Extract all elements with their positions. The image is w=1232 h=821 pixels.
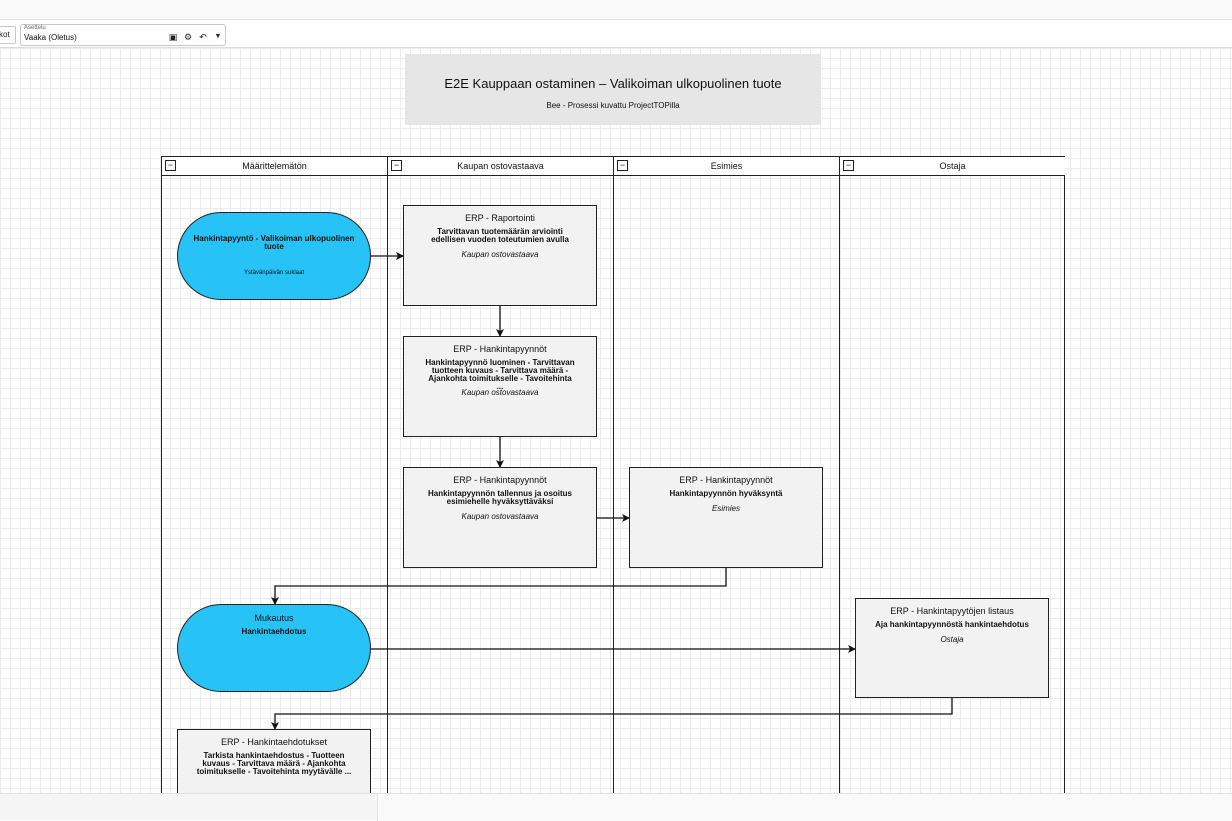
task-description: Tarvittavan tuotemäärän arviointi edelli… xyxy=(431,227,569,244)
lane-ostaja: − Ostaja xyxy=(840,157,1065,793)
layout-caption: Asettelu xyxy=(24,25,46,31)
task-system: ERP - Hankintapyytöjen listaus xyxy=(890,606,1014,616)
task-hankintapyynto-hyvaksynta[interactable]: ERP - Hankintapyynnöt Hankintapyynnön hy… xyxy=(629,467,823,568)
mukautus-event[interactable]: Mukautus Hankintaehdotus xyxy=(177,604,371,692)
diagram-title-block: E2E Kauppaan ostaminen – Valikoiman ulko… xyxy=(405,54,821,125)
diagram-title: E2E Kauppaan ostaminen – Valikoiman ulko… xyxy=(444,76,782,91)
task-system: ERP - Hankintapyynnöt xyxy=(453,475,547,485)
lane-header: − Kaupan ostovastaava xyxy=(388,157,613,176)
lane-label: Esimies xyxy=(710,161,743,171)
lane-kaupan-ostovastaava: − Kaupan ostovastaava xyxy=(388,157,614,793)
task-system: ERP - Hankintapyynnöt xyxy=(679,475,773,485)
start-event[interactable]: Hankintapyyntö - Valikoiman ulkopuolinen… xyxy=(177,212,371,300)
event-subtitle: Ystävänpäivän suklaat xyxy=(243,270,305,276)
task-description: Hankintapyynnön tallennus ja osoitus esi… xyxy=(427,489,573,506)
lane-header: − Ostaja xyxy=(840,157,1065,176)
collapse-icon[interactable]: − xyxy=(391,160,402,171)
task-description: Aja hankintapyynnöstä hankintaehdotus xyxy=(875,620,1029,629)
task-role: Kaupan ostovastaava xyxy=(461,512,539,521)
layout-selector[interactable]: Asettelu Vaaka (Oletus) ▣ ⚙ ↶ ▼ xyxy=(20,24,226,46)
diagram-subtitle: Bee - Prosessi kuvattu ProjectTOPilla xyxy=(546,101,680,110)
task-role: Esimies xyxy=(711,504,740,513)
event-heading: Mukautus xyxy=(254,613,294,623)
task-role: Kaupan ostovastaava xyxy=(461,250,539,259)
task-system: ERP - Hankintaehdotukset xyxy=(221,737,327,747)
task-hankintapyynto-luominen[interactable]: ERP - Hankintapyynnöt Hankintapyynnö luo… xyxy=(403,336,597,437)
task-description: Hankintapyynnö luominen - Tarvittavan tu… xyxy=(425,358,575,391)
left-toolbar-button[interactable]: kot xyxy=(0,26,16,44)
bottom-panel xyxy=(377,794,1232,821)
lane-header: − Esimies xyxy=(614,157,839,176)
collapse-icon[interactable]: − xyxy=(843,160,854,171)
lane-label: Määrittelemätön xyxy=(242,161,307,171)
gear-icon[interactable]: ⚙ xyxy=(183,32,193,42)
layout-value: Vaaka (Oletus) xyxy=(24,33,77,42)
task-hankintaehdotukset[interactable]: ERP - Hankintaehdotukset Tarkista hankin… xyxy=(177,729,371,793)
event-title: Hankintaehdotus xyxy=(241,627,307,636)
lane-label: Ostaja xyxy=(939,161,966,171)
task-role: Kaupan ostovastaava xyxy=(461,388,539,397)
task-hankintapyynto-tallennus[interactable]: ERP - Hankintapyynnöt Hankintapyynnön ta… xyxy=(403,467,597,568)
swimlane-pool: − Määrittelemätön − Kaupan ostovastaava … xyxy=(161,156,1065,793)
window-top-bar xyxy=(0,0,1232,20)
task-raportointi[interactable]: ERP - Raportointi Tarvittavan tuotemäärä… xyxy=(403,205,597,306)
task-hankintapyyntojen-listaus[interactable]: ERP - Hankintapyytöjen listaus Aja hanki… xyxy=(855,598,1049,698)
reset-icon[interactable]: ↶ xyxy=(199,32,207,42)
collapse-icon[interactable]: − xyxy=(617,160,628,171)
toolbar: kot Asettelu Vaaka (Oletus) ▣ ⚙ ↶ ▼ xyxy=(0,20,1232,48)
collapse-icon[interactable]: − xyxy=(165,160,176,171)
save-icon[interactable]: ▣ xyxy=(168,32,178,42)
lane-label: Kaupan ostovastaava xyxy=(457,161,544,171)
diagram-canvas[interactable]: E2E Kauppaan ostaminen – Valikoiman ulko… xyxy=(0,48,1232,793)
chevron-down-icon[interactable]: ▼ xyxy=(214,33,222,40)
lane-maarittelematon: − Määrittelemätön xyxy=(162,157,388,793)
bottom-panel-area xyxy=(0,793,1232,821)
task-system: ERP - Raportointi xyxy=(465,213,535,223)
lane-esimies: − Esimies xyxy=(614,157,840,793)
event-title: Hankintapyyntö - Valikoiman ulkopuolinen… xyxy=(193,234,355,251)
task-description: Tarkista hankintaehdostus - Tuotteen kuv… xyxy=(196,751,352,776)
lane-header: − Määrittelemätön xyxy=(162,157,387,176)
task-role: Ostaja xyxy=(940,635,964,644)
task-description: Hankintapyynnön hyväksyntä xyxy=(669,489,783,498)
task-system: ERP - Hankintapyynnöt xyxy=(453,344,547,354)
